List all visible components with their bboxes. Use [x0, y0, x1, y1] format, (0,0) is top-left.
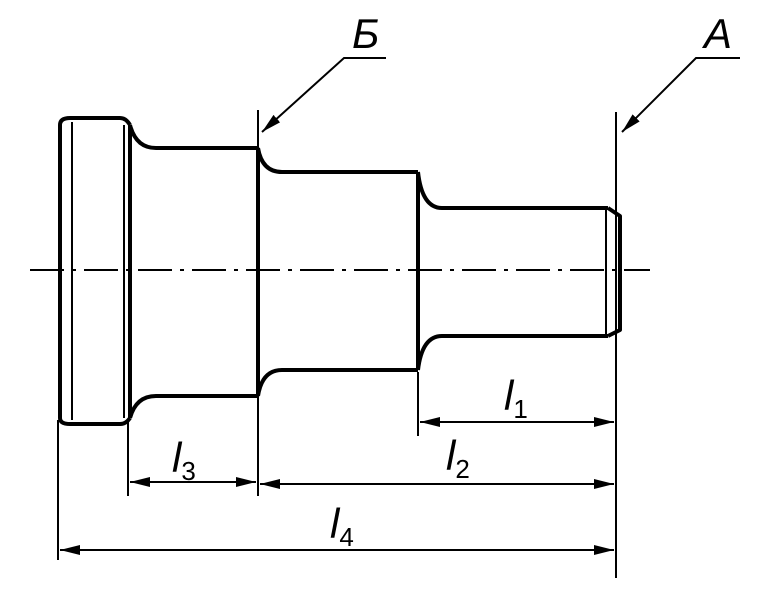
- datum-b-label: Б: [352, 10, 379, 57]
- datum-a-leader: [621, 57, 740, 133]
- shaft-outline: [58, 116, 622, 426]
- dimension-label-l3: l3: [172, 434, 196, 486]
- datum-b-leader: [261, 57, 386, 133]
- datum-a-label: А: [701, 10, 732, 57]
- dimension-label-l1: l1: [504, 372, 528, 424]
- dimension-label-l4: l4: [330, 500, 354, 552]
- dimension-label-l2: l2: [446, 432, 470, 484]
- extension-lines: [57, 110, 617, 578]
